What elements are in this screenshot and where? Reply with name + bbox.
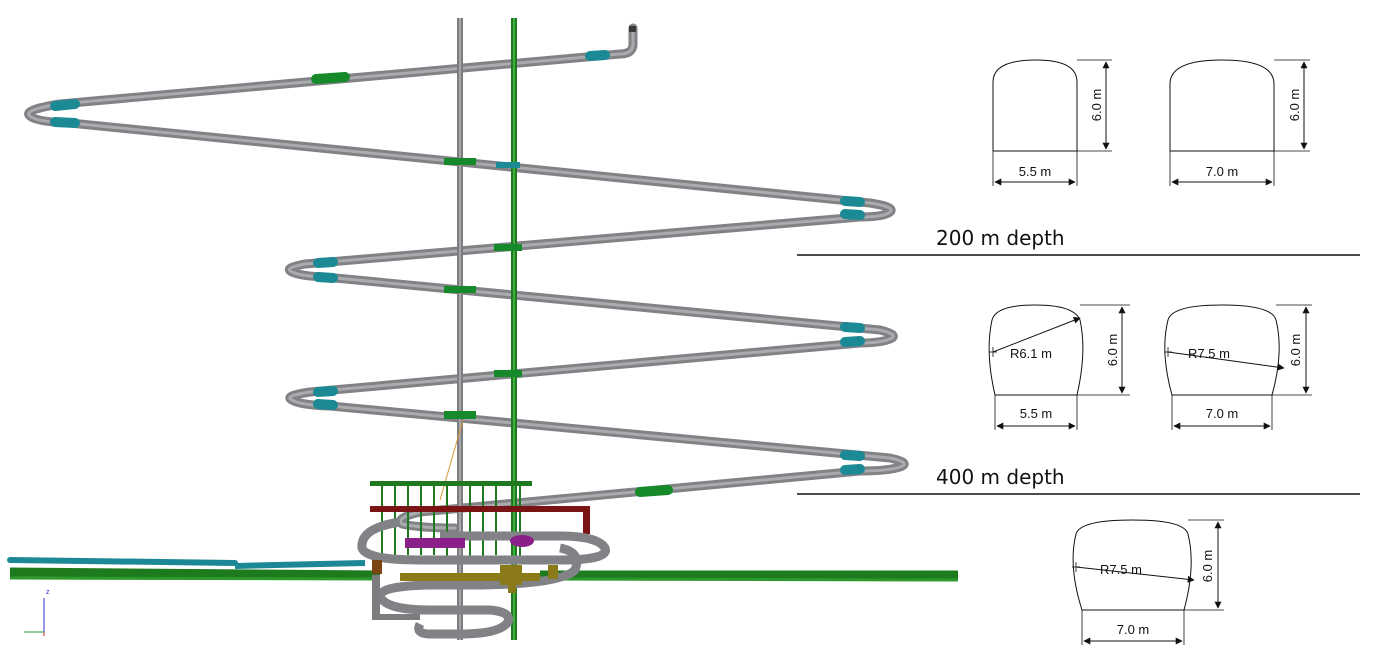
axis-indicator: z (24, 589, 50, 636)
tunnel-profile-3: 6.0 m R6.1 m 5.5 m (988, 304, 1130, 430)
profile-4-width-label: 7.0 m (1206, 406, 1239, 421)
profile-4-radius-label: R7.5 m (1188, 346, 1230, 361)
ramp-path (24, 23, 909, 533)
profile-3-width-label: 5.5 m (1020, 406, 1053, 421)
mine-3d-model: z (7, 18, 959, 640)
shafts (439, 18, 522, 640)
profile-5-width-label: 7.0 m (1117, 622, 1150, 637)
tunnel-profile-1: 6.0 m 5.5 m (992, 59, 1112, 186)
tunnel-profile-2: 6.0 m 7.0 m (1169, 59, 1310, 186)
bottom-tunnels (7, 557, 959, 582)
tunnel-profile-4: 6.0 m R7.5 m 7.0 m (1164, 304, 1312, 430)
depth-label-200m: 200 m depth (936, 226, 1065, 250)
profile-3-radius-label: R6.1 m (1010, 346, 1052, 361)
profile-3-height-label: 6.0 m (1105, 334, 1120, 367)
profile-1-height-label: 6.0 m (1089, 89, 1104, 122)
profile-1-width-label: 5.5 m (1019, 164, 1052, 179)
underground-infrastructure (357, 481, 610, 639)
profile-4-height-label: 6.0 m (1288, 334, 1303, 367)
ramp-markers (50, 50, 865, 497)
profile-5-height-label: 6.0 m (1200, 550, 1215, 583)
profile-2-width-label: 7.0 m (1206, 164, 1239, 179)
tunnel-profile-5: 6.0 m R7.5 m 7.0 m (1072, 519, 1224, 645)
spiral-ramp (24, 23, 909, 533)
axis-z-label: z (46, 589, 50, 596)
depth-label-400m: 400 m depth (936, 465, 1065, 489)
profile-2-height-label: 6.0 m (1287, 89, 1302, 122)
profile-5-radius-label: R7.5 m (1100, 562, 1142, 577)
